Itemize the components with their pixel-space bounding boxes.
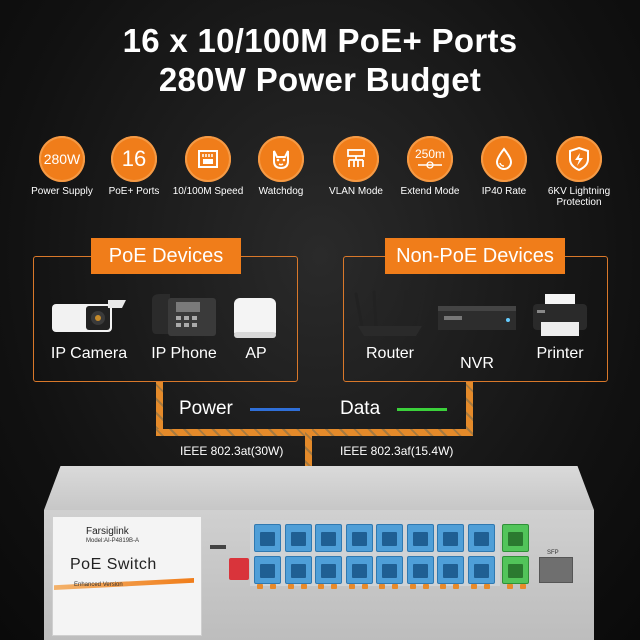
device-router: Router: [350, 290, 430, 363]
device-ip-camera: IP Camera: [46, 296, 132, 363]
non-poe-devices-title: Non-PoE Devices: [385, 238, 565, 274]
printer-icon: [533, 294, 587, 336]
headline-line-2: 280W Power Budget: [158, 61, 482, 98]
port-led: [483, 584, 490, 589]
device-ap: AP: [226, 296, 286, 363]
vlan-icon: [333, 136, 379, 182]
port-led: [361, 584, 368, 589]
legend-power-label: Power: [179, 398, 233, 419]
dip-switch[interactable]: [229, 558, 249, 580]
network-port-icon: [185, 136, 231, 182]
poe-port[interactable]: [376, 556, 403, 584]
poe-port[interactable]: [376, 524, 403, 552]
feature-watchdog: Watchdog: [241, 136, 321, 197]
poe-port[interactable]: [406, 556, 434, 584]
access-point-icon: [234, 298, 276, 338]
poe-port[interactable]: [254, 524, 281, 552]
switch-edition: Enhanced Version: [74, 582, 123, 588]
watchdog-icon: [258, 136, 304, 182]
device-nvr: NVR: [432, 300, 522, 373]
headline-line-1: 16 x 10/100M PoE+ Ports: [122, 22, 518, 59]
port-led: [300, 584, 307, 589]
port-led: [453, 584, 459, 589]
uplink-port[interactable]: [502, 556, 529, 584]
feature-extend-mode: 250m Extend Mode: [390, 136, 470, 197]
cable-segment: [312, 429, 473, 436]
port-led: [287, 584, 294, 589]
cable-segment: [156, 382, 163, 434]
poe-port[interactable]: [406, 524, 434, 552]
feature-power-supply: 280W Power Supply: [22, 136, 102, 197]
port-led: [392, 584, 398, 589]
poe-port[interactable]: [254, 556, 281, 584]
poe-port[interactable]: [345, 556, 373, 584]
port-led: [331, 584, 337, 589]
poe-port[interactable]: [345, 524, 373, 552]
feature-speed: 10/100M Speed: [168, 136, 248, 197]
port-led: [379, 584, 385, 589]
device-printer: Printer: [525, 292, 595, 363]
lightning-shield-icon: [556, 136, 602, 182]
ip-camera-icon: [52, 300, 126, 332]
port-led: [422, 584, 429, 589]
feature-vlan: VLAN Mode: [316, 136, 396, 197]
port-led: [440, 584, 446, 589]
port-led: [520, 584, 526, 589]
poe-port[interactable]: [437, 524, 464, 552]
feature-poe-ports: 16 PoE+ Ports: [94, 136, 174, 197]
switch-top-surface: [44, 466, 594, 510]
standard-802-3af: IEEE 802.3af(15.4W): [340, 444, 454, 458]
port-led: [318, 584, 324, 589]
switch-model: Model:AI-P4819B-A: [86, 538, 140, 544]
extend-250m-icon: 250m: [407, 136, 453, 182]
feature-ip40: IP40 Rate: [464, 136, 544, 197]
port-led: [409, 584, 416, 589]
port-led: [507, 584, 513, 589]
poe-port[interactable]: [467, 524, 495, 552]
switch-product-name: PoE Switch: [70, 556, 157, 573]
port-led: [257, 584, 263, 589]
device-ip-phone: IP Phone: [146, 290, 222, 363]
uplink-port[interactable]: [502, 524, 529, 552]
poe-devices-title: PoE Devices: [91, 238, 241, 274]
feature-lightning-protection: 6KV Lightning Protection: [539, 136, 619, 208]
sfp-label: SFP: [547, 550, 559, 556]
cable-segment: [156, 429, 312, 436]
power-280w-icon: 280W: [39, 136, 85, 182]
poe-port[interactable]: [284, 556, 312, 584]
standard-802-3at: IEEE 802.3at(30W): [180, 444, 284, 458]
switch-brand: Farsiglink: [86, 526, 129, 537]
poe-port[interactable]: [437, 556, 464, 584]
ip-phone-icon: [152, 294, 216, 336]
legend-data-line: [397, 408, 447, 411]
ports-16-icon: 16: [111, 136, 157, 182]
water-drop-icon: [481, 136, 527, 182]
legend-data-label: Data: [340, 398, 381, 419]
poe-port[interactable]: [315, 524, 342, 552]
poe-port[interactable]: [315, 556, 342, 584]
sfp-port[interactable]: [539, 557, 573, 583]
port-led: [270, 584, 276, 589]
port-led: [470, 584, 477, 589]
legend-power-line: [250, 408, 300, 411]
port-led: [348, 584, 355, 589]
nvr-icon: [438, 306, 516, 330]
cable-segment: [466, 382, 473, 434]
switch-indicator-mark: [210, 545, 226, 549]
poe-port[interactable]: [467, 556, 495, 584]
poe-port[interactable]: [284, 524, 312, 552]
router-icon: [354, 290, 426, 336]
switch-label-plate: [52, 516, 202, 636]
